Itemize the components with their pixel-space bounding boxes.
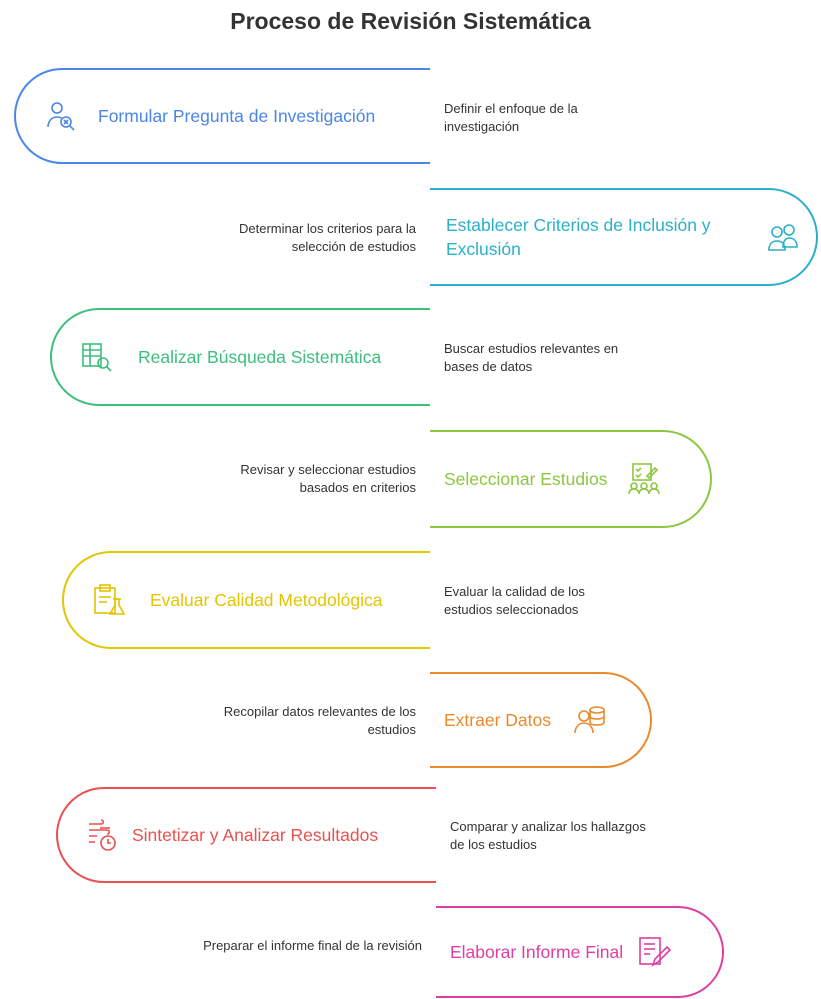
clipboard-flask-icon (92, 583, 126, 617)
step-3-pill: Realizar Búsqueda Sistemática (50, 308, 430, 406)
step-8-description: Preparar el informe final de la revisión (203, 938, 422, 953)
step-4-pill: Seleccionar Estudios (430, 430, 712, 528)
wind-clock-icon (86, 818, 120, 852)
step-8-label: Elaborar Informe Final (450, 942, 624, 962)
step-1-label: Formular Pregunta de Investigación (98, 106, 376, 126)
step-4-description: Revisar y seleccionar estudios basados e… (240, 462, 416, 495)
step-7-pill: Sintetizar y Analizar Resultados (56, 787, 436, 883)
checklist-group-icon (627, 462, 661, 496)
people-icon (766, 220, 800, 254)
step-7-description: Comparar y analizar los hallazgos de los… (450, 819, 646, 852)
step-5-description: Evaluar la calidad de los estudios selec… (444, 584, 585, 617)
step-8-pill: Elaborar Informe Final (436, 906, 724, 998)
diagram-title: Proceso de Revisión Sistemática (230, 8, 591, 34)
step-5-label: Evaluar Calidad Metodológica (150, 590, 383, 610)
person-database-icon (573, 703, 607, 737)
step-2-description: Determinar los criterios para la selecci… (238, 221, 416, 254)
step-6-description: Recopilar datos relevantes de los estudi… (223, 704, 416, 737)
step-3-label: Realizar Búsqueda Sistemática (138, 347, 382, 367)
person-search-icon (44, 99, 78, 133)
step-2-label: Establecer Criterios de Inclusión y Excl… (446, 215, 711, 259)
step-1-description: Definir el enfoque de la investigación (444, 101, 578, 134)
document-pen-icon (637, 935, 672, 969)
step-5-pill: Evaluar Calidad Metodológica (62, 551, 430, 649)
step-2-pill: Establecer Criterios de Inclusión y Excl… (430, 188, 818, 286)
step-4-label: Seleccionar Estudios (444, 469, 608, 489)
step-7-label: Sintetizar y Analizar Resultados (132, 825, 379, 845)
table-search-icon (80, 340, 114, 374)
step-3-description: Buscar estudios relevantes en bases de d… (444, 341, 619, 374)
step-1-pill: Formular Pregunta de Investigación (14, 68, 430, 164)
step-6-label: Extraer Datos (444, 710, 551, 730)
step-6-pill: Extraer Datos (430, 672, 652, 768)
